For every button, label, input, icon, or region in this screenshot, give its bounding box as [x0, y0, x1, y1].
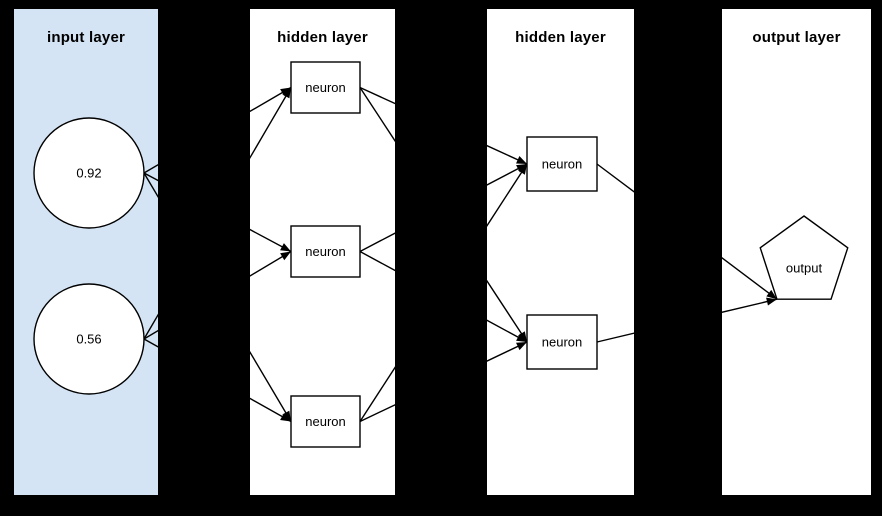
connection-in-2-to-h1-3 — [143, 338, 158, 348]
layer-title-input: input layer — [46, 29, 126, 46]
node-shape-rect — [526, 136, 598, 192]
node-h1-1[interactable]: neuron — [290, 61, 361, 114]
connection-h1-1-to-h2-2 — [359, 87, 395, 143]
arrowhead — [516, 156, 527, 164]
arrowhead — [516, 342, 527, 351]
node-h1-3[interactable]: neuron — [290, 395, 361, 448]
layer-title-hidden-1: hidden layer — [277, 29, 368, 46]
node-h2-1[interactable]: neuron — [526, 136, 598, 192]
connection-in-2-to-h1-3 — [250, 397, 292, 423]
connection-in-2-to-h1-1 — [250, 87, 292, 160]
node-shape-rect — [290, 225, 361, 278]
arrowhead — [516, 333, 527, 342]
node-label-out-1: output — [786, 261, 823, 276]
node-in-2[interactable]: 0.56 — [33, 283, 145, 395]
layer-title-output: output layer — [752, 29, 841, 46]
node-in-1[interactable]: 0.92 — [33, 117, 145, 229]
connection-h2-1-to-out-1 — [722, 257, 778, 300]
connection-h2-2-to-out-1 — [722, 297, 778, 314]
connection-h1-2-to-h2-1 — [359, 232, 395, 253]
layer-canvas-hidden-1: neuron neuron neuron — [250, 61, 395, 448]
arrowhead — [766, 289, 777, 300]
layer-panel-input[interactable]: input layer 0.92 0.56 — [14, 9, 158, 495]
arrowhead — [518, 164, 527, 175]
connection-in-1-to-h1-1 — [143, 164, 158, 174]
layer-canvas-hidden-2: neuron neuron — [487, 136, 634, 370]
layer-canvas-input: 0.92 0.56 — [33, 117, 158, 395]
connection-h1-2-to-h2-2 — [487, 319, 528, 343]
connection-in-1-to-h1-3 — [143, 172, 158, 199]
node-shape-rect — [290, 395, 361, 448]
connection-h2-1-to-out-1 — [596, 163, 634, 193]
connection-h1-3-to-h2-1 — [359, 366, 395, 422]
node-out-1[interactable]: output — [759, 215, 849, 300]
node-label-h2-2: neuron — [542, 335, 582, 350]
connection-in-1-to-h1-1 — [250, 86, 292, 113]
connection-h1-1-to-h2-2 — [487, 279, 528, 343]
node-label-h2-1: neuron — [542, 157, 582, 172]
node-shape-pentagon — [759, 215, 849, 300]
connection-h1-2-to-h2-2 — [359, 250, 395, 272]
node-label-h1-3: neuron — [305, 414, 345, 429]
node-h2-2[interactable]: neuron — [526, 314, 598, 370]
layer-canvas-output: output — [722, 215, 849, 314]
connection-in-1-to-h1-2 — [250, 228, 292, 253]
arrowhead — [280, 243, 291, 252]
connection-in-2-to-h1-2 — [250, 250, 292, 277]
arrowhead — [282, 87, 291, 99]
arrowhead — [280, 412, 291, 422]
connection-in-1-to-h1-3 — [250, 350, 292, 422]
arrowhead — [282, 410, 291, 422]
node-shape-rect — [290, 61, 361, 114]
node-h1-2[interactable]: neuron — [290, 225, 361, 278]
layer-panel-hidden-1[interactable]: hidden layer neuron neuron neuron — [250, 9, 395, 495]
node-shape-circle — [33, 117, 145, 229]
arrowhead — [766, 297, 777, 306]
node-label-in-1: 0.92 — [76, 166, 101, 181]
connection-h2-2-to-out-1 — [596, 332, 634, 343]
layer-panel-hidden-2[interactable]: hidden layer neuron neuron — [487, 9, 634, 495]
connection-h1-1-to-h2-1 — [359, 86, 395, 105]
connection-h1-2-to-h2-1 — [487, 163, 528, 186]
layer-title-hidden-2: hidden layer — [515, 29, 606, 46]
node-shape-circle — [33, 283, 145, 395]
connection-h1-1-to-h2-1 — [487, 144, 528, 165]
node-label-h1-2: neuron — [305, 244, 345, 259]
connection-h1-3-to-h2-2 — [359, 404, 395, 423]
node-shape-rect — [526, 314, 598, 370]
node-label-h1-1: neuron — [305, 80, 345, 95]
node-label-in-2: 0.56 — [76, 332, 101, 347]
arrowhead — [280, 251, 291, 261]
connection-h1-3-to-h2-1 — [487, 163, 528, 227]
connection-in-2-to-h1-1 — [143, 313, 158, 340]
layer-panel-output[interactable]: output layer output — [722, 9, 871, 495]
connection-h1-3-to-h2-2 — [487, 341, 528, 362]
